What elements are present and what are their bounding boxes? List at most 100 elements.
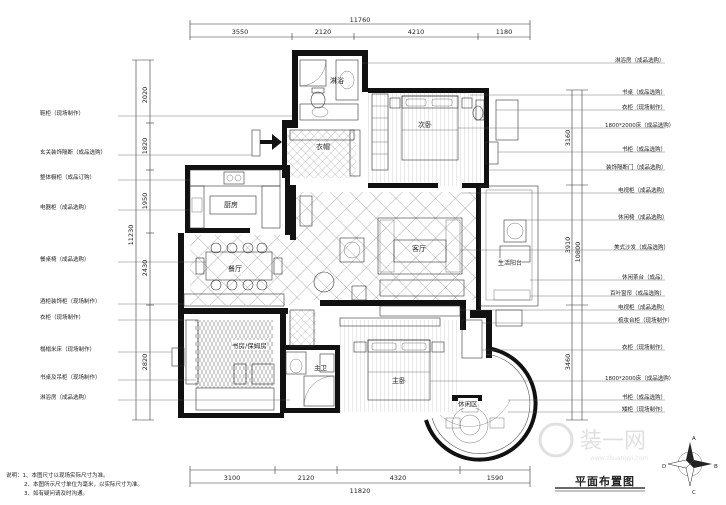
left-label-8: 书桌及吊柜（现场制作）	[40, 375, 101, 381]
bottom-dimension-lines	[189, 466, 531, 487]
dim-bottom-2: 2120	[298, 474, 315, 482]
right-label-12: 梳妆台柜（现场制作）	[618, 318, 674, 324]
right-dimension-lines	[566, 89, 588, 421]
left-label-6: 衣柜（现场制作）	[40, 315, 85, 321]
dim-right-2: 3910	[564, 237, 572, 254]
notes-block: 说明：1、本图尺寸以现场实际尺寸为准。 2、本图所示尺寸单位为毫米，以实际尺寸为…	[6, 472, 143, 499]
room-leisure: 休闲区	[458, 398, 478, 408]
cloak-furniture	[289, 129, 361, 177]
balcony-structure	[479, 185, 539, 327]
dim-top-2: 2120	[315, 28, 332, 36]
right-label-14: 1800*2000床（成品选购）	[605, 376, 675, 382]
left-leader-lines	[118, 115, 292, 401]
round-balcony	[424, 346, 538, 462]
right-label-4: 书柜（成品选购）	[622, 147, 667, 153]
living-furniture	[299, 195, 465, 317]
dim-bottom-3: 4320	[390, 474, 407, 482]
master-floor	[340, 320, 460, 412]
left-label-5: 酒柜装饰柜（现场制作）	[40, 299, 101, 305]
note-2: 2、本图所示尺寸单位为毫米，以实际尺寸为准。	[24, 482, 144, 488]
left-label-3: 电器柜（成品选购）	[40, 205, 90, 211]
right-label-5: 装饰隔断门（成品选购）	[606, 165, 667, 171]
bedroom-top-floor	[368, 90, 488, 186]
master-bedroom-furniture	[339, 317, 483, 401]
master-bath-fixtures	[285, 309, 335, 407]
dining-floor	[190, 235, 298, 305]
kitchen-fixtures	[189, 169, 281, 229]
right-label-8: 美式沙发（成品选购）	[614, 245, 670, 251]
walls	[178, 50, 492, 418]
compass-b: B	[714, 464, 718, 470]
left-label-7: 榻榻米床（现场制作）	[40, 347, 96, 353]
compass-c: C	[692, 490, 696, 496]
right-label-2: 衣柜（现场制作）	[622, 105, 667, 111]
right-label-13: 衣柜（现场制作）	[622, 345, 667, 351]
right-leader-lines	[362, 62, 665, 413]
entry-arrow-icon	[260, 134, 282, 150]
room-living: 客厅	[412, 245, 426, 253]
dim-left-4: 2430	[141, 260, 149, 277]
watermark-text: 装一网	[580, 429, 646, 454]
left-label-1: 玄关装饰隔断（成品选购）	[40, 150, 107, 156]
dim-right-1: 3160	[564, 130, 572, 147]
room-bath-master: 主卫	[314, 364, 327, 372]
right-label-7: 休闲椅（成品选购）	[618, 215, 668, 221]
dim-top-total: 11760	[350, 16, 371, 24]
dim-top-1: 3550	[232, 28, 249, 36]
top-bedroom-furniture	[371, 93, 519, 171]
room-bedroom-top: 次卧	[418, 121, 432, 129]
room-balcony: 生活阳台	[498, 258, 523, 267]
right-label-3: 1800*2000床（成品选购）	[605, 123, 675, 129]
dim-top-3: 4210	[408, 28, 425, 36]
room-master: 主卧	[392, 377, 406, 385]
balcony-furniture	[499, 219, 531, 263]
dim-left-3: 1950	[141, 193, 149, 210]
right-label-0: 淋浴房（成品选购）	[615, 58, 665, 64]
right-label-1: 书桌（成品选购）	[622, 90, 667, 96]
room-cloak: 衣帽	[316, 142, 330, 152]
right-label-11: 电视柜（成品选购）	[618, 305, 668, 311]
watermark-logo: 装一网 www.zhuangyi.com	[538, 422, 648, 462]
note-3: 3、如有疑问请及时沟通。	[24, 491, 89, 497]
compass-a: A	[692, 436, 696, 442]
compass-icon	[667, 442, 712, 487]
living-floor	[296, 192, 478, 300]
dim-bottom-4: 1590	[487, 474, 504, 482]
top-dimension-lines	[189, 20, 531, 40]
left-label-0: 鞋柜（现场制作）	[40, 111, 85, 117]
left-label-4: 餐桌椅（成品选购）	[40, 257, 90, 263]
right-label-16: 矮柜（现场制作）	[622, 407, 667, 413]
dining-furniture	[183, 242, 285, 307]
left-label-2: 整体橱柜（成品订购）	[40, 175, 96, 181]
top-bath-fixtures	[299, 59, 359, 121]
dim-top-4: 1180	[496, 28, 513, 36]
right-label-9: 休闲茶台（成品）	[622, 275, 667, 281]
dim-bottom-total: 11820	[350, 487, 371, 495]
dim-left-2: 1820	[141, 138, 149, 155]
room-dining: 餐厅	[228, 264, 242, 274]
left-label-9: 淋浴房（成品选购）	[40, 395, 90, 401]
dim-right-3: 3460	[564, 354, 572, 371]
room-study: 书房/保姆房	[232, 340, 267, 350]
compass-d: D	[662, 464, 666, 470]
dim-left-5: 2820	[141, 354, 149, 371]
note-1: 说明：1、本图尺寸以现场实际尺寸为准。	[6, 473, 109, 479]
right-label-15: 书柜（成品选购）	[622, 395, 667, 401]
right-label-6: 电视柜（成品选购）	[618, 188, 668, 194]
left-dimension-lines	[132, 59, 154, 421]
dim-bottom-1: 3100	[224, 474, 241, 482]
drawing-title: 平面布置图	[575, 475, 635, 488]
right-label-10: 百叶窗帘（成品选购）	[610, 291, 666, 297]
dim-left-1: 2020	[141, 87, 149, 104]
hall-floor	[290, 310, 316, 348]
dim-left-total: 11230	[127, 225, 135, 246]
room-kitchen: 厨房	[224, 200, 238, 210]
study-furniture	[171, 319, 275, 411]
room-bath-top: 淋浴	[330, 77, 344, 85]
cloak-floor	[284, 130, 356, 178]
dim-right-total: 10800	[574, 242, 582, 263]
watermark-url: www.zhuangyi.com	[590, 455, 648, 462]
entry-screen	[251, 129, 261, 157]
